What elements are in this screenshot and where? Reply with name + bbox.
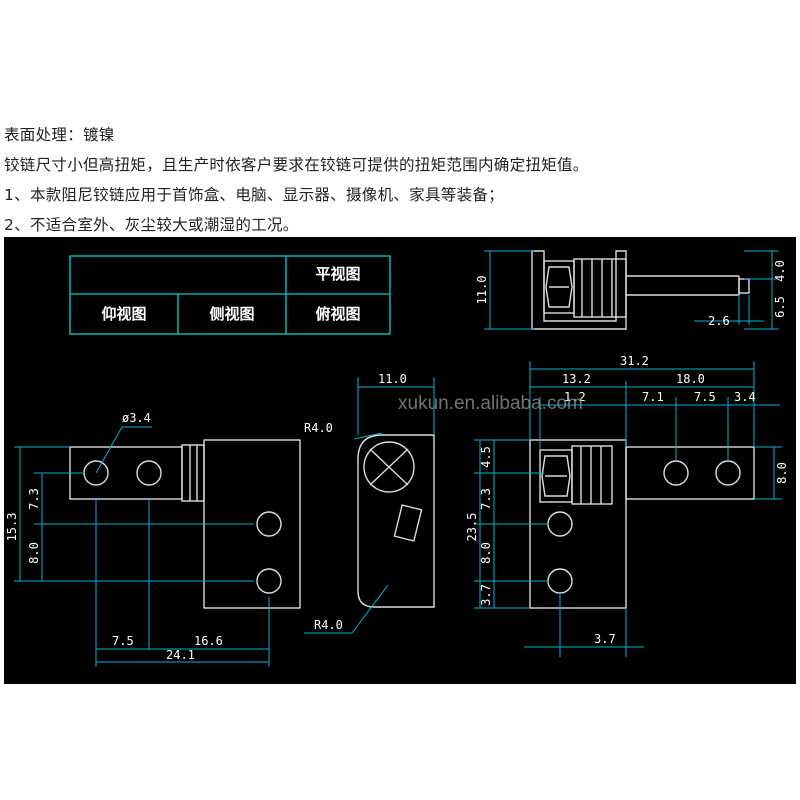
dim-right-8-0-right: 8.0 <box>775 462 789 484</box>
note-surface-treatment: 表面处理：镀镍 <box>4 126 115 144</box>
dim-top-right-b: 6.5 <box>773 296 787 318</box>
dim-right-8-0-left: 8.0 <box>479 542 493 564</box>
dim-right-23-5: 23.5 <box>465 513 479 542</box>
front-view <box>69 439 301 609</box>
front-view-dims <box>14 426 270 667</box>
dim-right-3-7-v: 3.7 <box>479 584 493 606</box>
right-view <box>529 439 755 609</box>
dim-front-7-5: 7.5 <box>112 634 134 648</box>
dim-right-18-0: 18.0 <box>676 372 705 386</box>
dim-side-r-top: R4.0 <box>304 421 333 435</box>
dim-front-7-3: 7.3 <box>27 488 41 510</box>
cad-svg: 平视图 仰视图 侧视图 俯视图 11.0 4.0 6.5 2.6 <box>5 250 789 667</box>
dim-right-7-3: 7.3 <box>479 488 493 510</box>
side-view-label: 侧视图 <box>209 305 254 323</box>
dim-right-13-2: 13.2 <box>562 372 591 386</box>
dim-front-16-6: 16.6 <box>194 634 223 648</box>
dim-top-pin: 2.6 <box>708 314 730 328</box>
side-view-dims <box>304 377 435 634</box>
dim-right-7-5: 7.5 <box>694 390 716 404</box>
dim-side-r-bottom: R4.0 <box>314 618 343 632</box>
dim-front-8-0: 8.0 <box>27 542 41 564</box>
notes: 表面处理：镀镍 铰链尺寸小但高扭矩，且生产时依客户要求在铰链可提供的扭矩范围内确… <box>4 120 796 240</box>
top-view-label: 俯视图 <box>315 305 360 323</box>
side-view <box>357 434 435 608</box>
dim-side-width: 11.0 <box>378 372 407 386</box>
dim-front-15-3: 15.3 <box>5 513 19 542</box>
note-restriction: 2、不适合室外、灰尘较大或潮湿的工况。 <box>4 216 299 234</box>
dim-right-total: 31.2 <box>620 354 649 368</box>
view-table <box>69 255 391 335</box>
top-plan-dims <box>484 250 779 330</box>
top-plan-view <box>531 250 750 330</box>
dim-right-7-1: 7.1 <box>642 390 664 404</box>
dim-front-hole-dia: ø3.4 <box>122 411 151 425</box>
plan-view-label: 平视图 <box>315 265 360 283</box>
cad-drawing: 平视图 仰视图 侧视图 俯视图 11.0 4.0 6.5 2.6 <box>4 237 796 684</box>
dim-front-24-1: 24.1 <box>166 648 195 662</box>
dim-right-3-7-h: 3.7 <box>594 632 616 646</box>
bottom-view-label: 仰视图 <box>101 305 146 323</box>
dim-right-3-4: 3.4 <box>734 390 756 404</box>
dim-right-1-2: 1.2 <box>564 390 586 404</box>
watermark: xukun.en.alibaba.com <box>398 393 583 414</box>
dim-top-right-a: 4.0 <box>773 260 787 282</box>
dim-right-4-5: 4.5 <box>479 446 493 468</box>
note-torque: 铰链尺寸小但高扭矩，且生产时依客户要求在铰链可提供的扭矩范围内确定扭矩值。 <box>4 156 589 174</box>
note-application: 1、本款阻尼铰链应用于首饰盒、电脑、显示器、摄像机、家具等装备； <box>4 186 504 204</box>
dim-top-height: 11.0 <box>475 276 489 305</box>
right-view-dims <box>474 361 782 657</box>
